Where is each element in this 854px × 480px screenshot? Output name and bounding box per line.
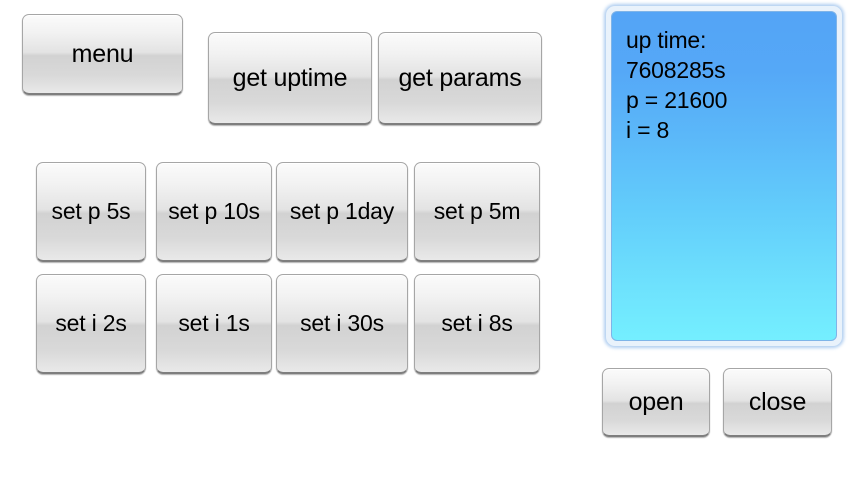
get-params-button[interactable]: get params xyxy=(378,32,542,125)
get-uptime-button[interactable]: get uptime xyxy=(208,32,372,125)
set-i-2s-button[interactable]: set i 2s xyxy=(36,274,146,374)
output-panel-surface: up time: 7608285s p = 21600 i = 8 xyxy=(611,11,837,341)
set-p-10s-button[interactable]: set p 10s xyxy=(156,162,272,262)
close-connection-button[interactable]: close xyxy=(723,368,832,437)
menu-button[interactable]: menu xyxy=(22,14,183,95)
set-p-1day-button[interactable]: set p 1day xyxy=(276,162,408,262)
set-i-30s-button[interactable]: set i 30s xyxy=(276,274,408,374)
set-i-8s-button[interactable]: set i 8s xyxy=(414,274,540,374)
open-connection-button[interactable]: open xyxy=(602,368,710,437)
set-p-5m-button[interactable]: set p 5m xyxy=(414,162,540,262)
set-p-5s-button[interactable]: set p 5s xyxy=(36,162,146,262)
set-i-1s-button[interactable]: set i 1s xyxy=(156,274,272,374)
output-panel: up time: 7608285s p = 21600 i = 8 xyxy=(606,6,842,346)
output-status-text: up time: 7608285s p = 21600 i = 8 xyxy=(626,27,728,143)
